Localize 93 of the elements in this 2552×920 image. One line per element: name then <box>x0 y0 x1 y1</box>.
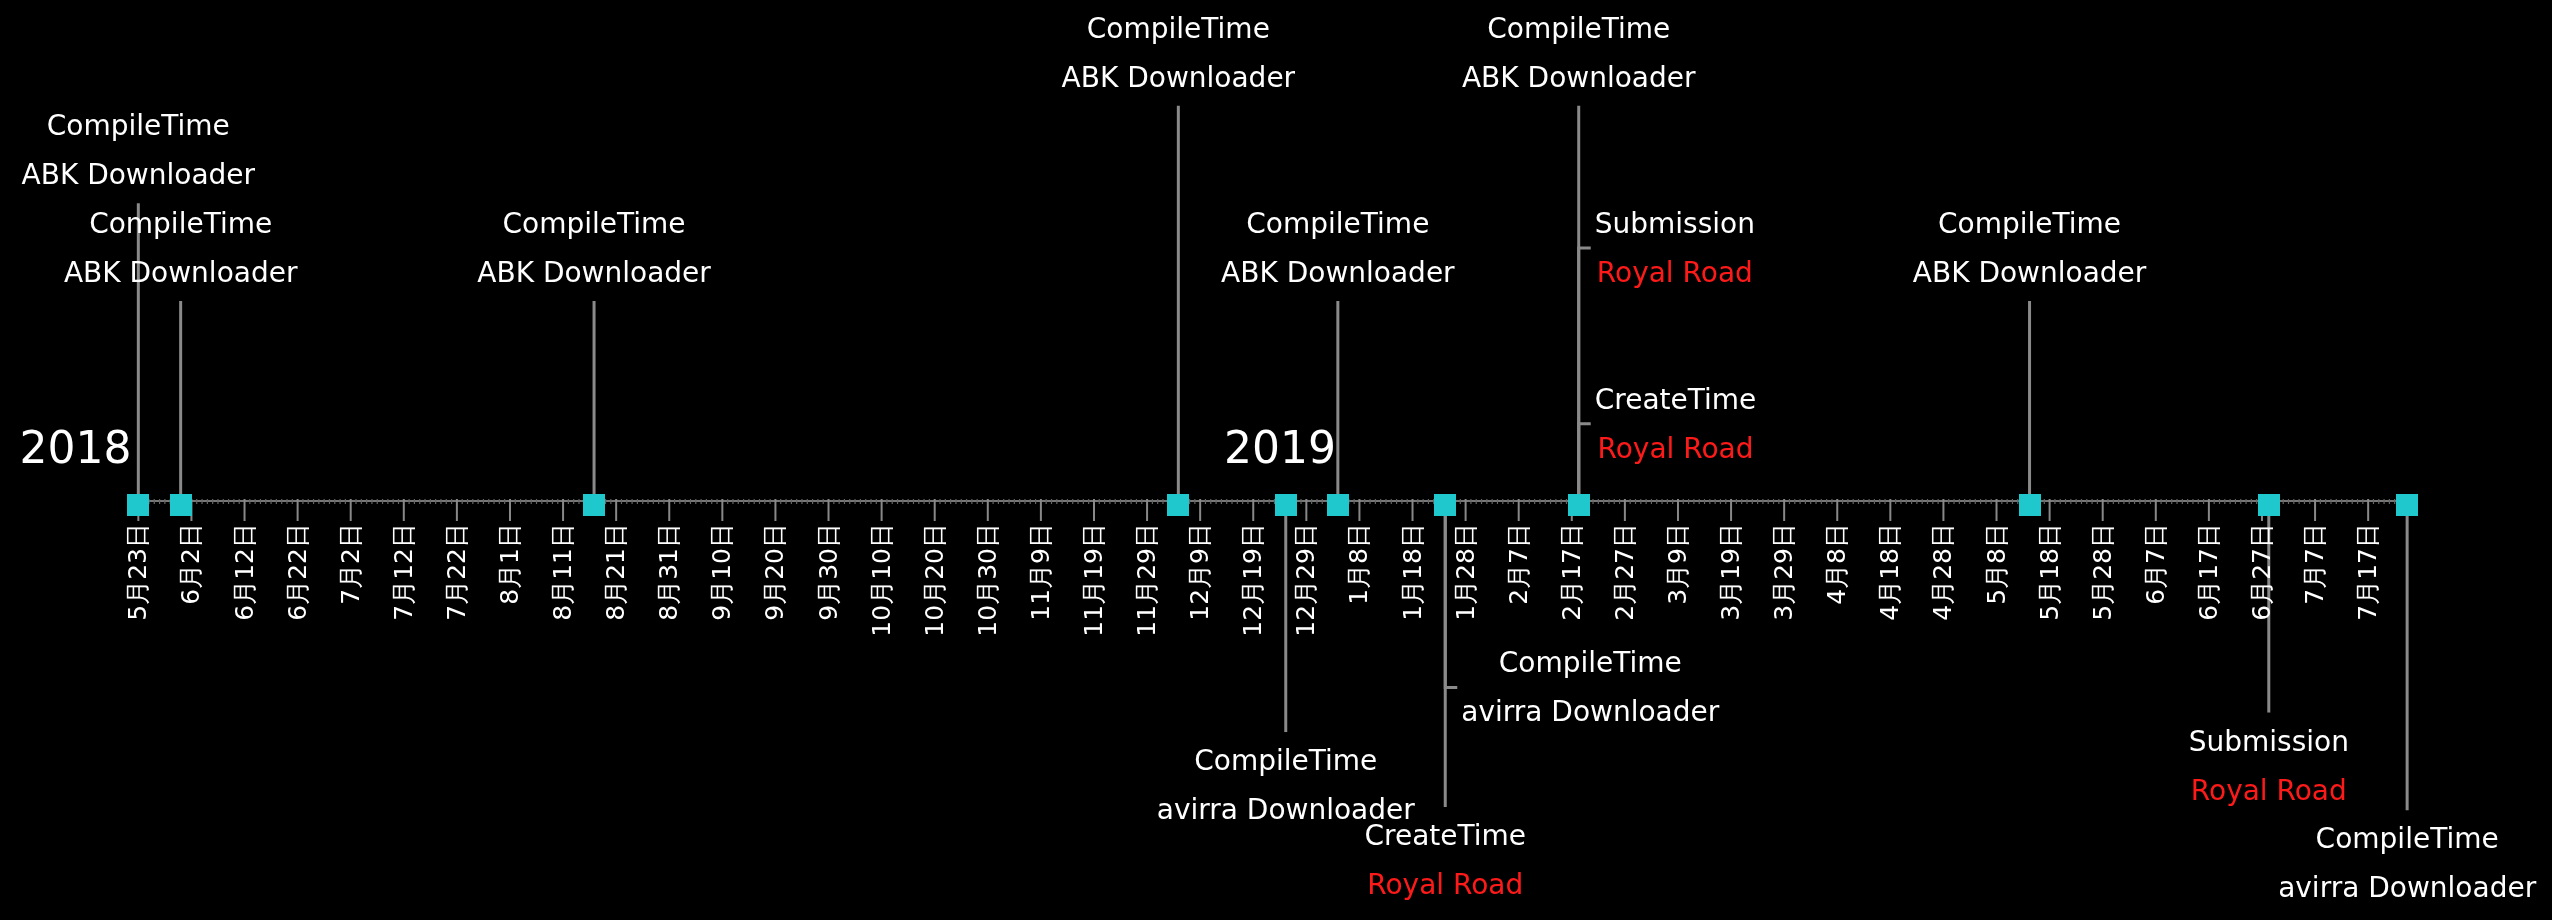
tick-label: 8月11日 <box>548 523 579 621</box>
tick-label: 4月18日 <box>1875 523 1906 621</box>
event-type-text: CompileTime <box>501 205 687 242</box>
event-marker <box>2018 494 2041 516</box>
tick-label: 1月18日 <box>1397 523 1428 621</box>
event-type-text: Submission <box>2188 723 2349 760</box>
leader-line <box>592 300 596 494</box>
tick-label: 1月28日 <box>1450 523 1481 621</box>
tick-label: 7月22日 <box>441 523 472 621</box>
event-name-text: Royal Road <box>1595 254 1754 291</box>
tick-label: 4月28日 <box>1928 523 1959 621</box>
leader-line <box>1176 105 1180 494</box>
event-name-text: avirra Downloader <box>1461 694 1720 731</box>
tick-label: 10月30日 <box>972 523 1003 637</box>
tick-label: 8月21日 <box>601 523 632 621</box>
tick-label: 12月29日 <box>1291 523 1322 637</box>
event-marker <box>583 494 606 516</box>
tick-label: 2月7日 <box>1503 523 1534 605</box>
event-type-text: Submission <box>1594 205 1755 242</box>
tick-label: 7月2日 <box>335 523 366 605</box>
event-type-text: CompileTime <box>88 205 274 242</box>
tick-label: 2月27日 <box>1609 523 1640 621</box>
tick-label: 7月7日 <box>2300 523 2331 605</box>
event-type-text: CompileTime <box>1193 743 1379 780</box>
event-marker <box>1326 494 1349 516</box>
tick-label: 5月8日 <box>1981 523 2012 605</box>
event-type-text: CreateTime <box>1594 381 1757 418</box>
tick-label: 6月22日 <box>282 523 313 621</box>
event-type-text: CompileTime <box>1245 205 1431 242</box>
tick-label: 5月23日 <box>123 523 154 621</box>
leader-line <box>136 203 140 494</box>
year-label: 2018 <box>19 423 132 474</box>
tick-label: 7月12日 <box>388 523 419 621</box>
event-type-text: CompileTime <box>1937 205 2123 242</box>
event-type-text: CompileTime <box>1486 10 1672 47</box>
tick-label: 10月10日 <box>866 523 897 637</box>
event-type-text: CompileTime <box>2314 821 2500 858</box>
event-name-text: ABK Downloader <box>63 254 298 291</box>
year-label: 2019 <box>1223 423 1336 474</box>
leader-line <box>1336 300 1340 494</box>
event-name-text: ABK Downloader <box>1221 254 1455 291</box>
leader-line <box>1284 516 1288 733</box>
tick-label: 9月10日 <box>707 523 738 621</box>
tick-label: 6月27日 <box>2246 523 2277 621</box>
tick-label: 3月19日 <box>1716 523 1747 621</box>
event-marker <box>169 494 192 516</box>
tick-label: 2月17日 <box>1556 523 1587 621</box>
event-name-text: ABK Downloader <box>477 254 711 291</box>
tick-label: 6月2日 <box>176 523 207 605</box>
leader-line <box>2405 516 2409 811</box>
leader-line <box>2267 516 2271 713</box>
tick-label: 9月30日 <box>813 523 844 621</box>
tick-label: 3月9日 <box>1662 523 1693 605</box>
tick-label: 10月20日 <box>919 523 950 637</box>
tick-label: 6月17日 <box>2193 523 2224 621</box>
tick-label: 6月12日 <box>229 523 260 621</box>
event-marker <box>1167 494 1190 516</box>
leader-line <box>179 300 183 494</box>
event-name-text: ABK Downloader <box>1461 59 1696 96</box>
event-marker <box>1567 494 1590 516</box>
tick-label: 12月9日 <box>1185 523 1216 621</box>
tick-label: 5月28日 <box>2087 523 2118 621</box>
event-name-text: ABK Downloader <box>1912 254 2147 291</box>
event-name-text: Royal Road <box>2189 772 2348 809</box>
tick-label: 11月19日 <box>1078 523 1109 637</box>
tick-label: 11月9日 <box>1025 523 1056 621</box>
event-marker <box>1434 494 1457 516</box>
tick-label: 8月31日 <box>654 523 685 621</box>
event-marker <box>2257 494 2280 516</box>
event-name-text: Royal Road <box>1596 430 1755 467</box>
event-marker <box>1274 494 1297 516</box>
tick-label: 11月29日 <box>1132 523 1163 637</box>
event-marker <box>2396 494 2419 516</box>
event-type-text: CompileTime <box>1497 645 1683 682</box>
leader-line <box>1443 516 1447 807</box>
tick-label: 6月7日 <box>2140 523 2171 605</box>
leader-line <box>1577 422 1591 494</box>
tick-label: 3月29日 <box>1769 523 1800 621</box>
tick-label: 5月18日 <box>2034 523 2065 621</box>
tick-label: 4月8日 <box>1822 523 1853 605</box>
tick-label: 7月17日 <box>2353 523 2384 621</box>
leader-line <box>2028 300 2032 494</box>
event-name-text: ABK Downloader <box>1061 59 1296 96</box>
tick-label: 8月1日 <box>494 523 525 605</box>
tick-label: 9月20日 <box>760 523 791 621</box>
event-type-text: CompileTime <box>45 108 231 145</box>
tick-label: 1月8日 <box>1344 523 1375 605</box>
event-name-text: ABK Downloader <box>21 157 256 194</box>
event-name-text: avirra Downloader <box>2278 870 2537 907</box>
tick-label: 12月19日 <box>1238 523 1269 637</box>
event-name-text: Royal Road <box>1366 866 1525 903</box>
event-type-text: CompileTime <box>1085 10 1271 47</box>
event-marker <box>127 494 150 516</box>
